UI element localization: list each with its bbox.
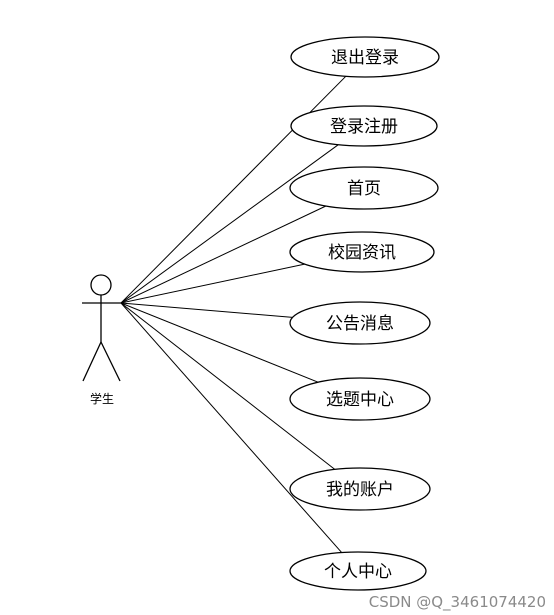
association-line — [120, 302, 336, 470]
use-case-campus-news[interactable]: 校园资讯 — [289, 231, 435, 273]
use-case-login-register[interactable]: 登录注册 — [290, 105, 438, 147]
actor-label: 学生 — [90, 391, 114, 406]
association-line — [120, 302, 293, 318]
association-line — [120, 205, 327, 304]
actor-head — [90, 274, 112, 296]
use-case-announcements[interactable]: 公告消息 — [289, 301, 431, 345]
use-case-home[interactable]: 首页 — [289, 166, 439, 210]
association-line — [120, 302, 319, 383]
use-case-personal-center[interactable]: 个人中心 — [289, 551, 427, 591]
actor-right-leg — [100, 341, 121, 382]
use-case-label: 校园资讯 — [328, 243, 396, 263]
association-lines — [120, 75, 347, 553]
actor-left-leg — [82, 341, 102, 382]
actor-student: 学生 — [82, 274, 121, 406]
use-case-my-account[interactable]: 我的账户 — [289, 467, 431, 511]
watermark: CSDN @Q_3461074420 — [368, 593, 546, 611]
use-case-label: 公告消息 — [326, 314, 394, 334]
use-case-label: 退出登录 — [331, 48, 399, 68]
use-case-topic-center[interactable]: 选题中心 — [289, 377, 431, 421]
use-cases: 退出登录 登录注册 首页 校园资讯 公告消息 选题中心 — [289, 36, 440, 591]
association-line — [120, 302, 343, 553]
use-case-label: 选题中心 — [326, 390, 394, 410]
association-line — [120, 263, 305, 304]
use-case-logout[interactable]: 退出登录 — [290, 36, 440, 78]
use-case-label: 我的账户 — [326, 480, 394, 500]
use-case-label: 登录注册 — [330, 117, 398, 137]
use-case-label: 首页 — [347, 179, 381, 199]
use-case-label: 个人中心 — [324, 562, 392, 582]
association-line — [120, 144, 339, 304]
